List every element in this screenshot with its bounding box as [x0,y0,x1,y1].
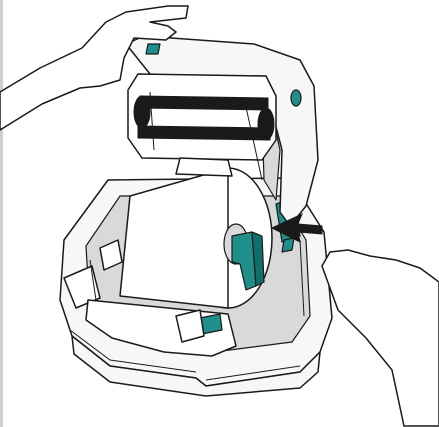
ribbon-spindle-bottom [137,125,271,141]
lid-right-knob [290,89,302,107]
left-frame-border [0,0,3,427]
right-bottom-holder [175,309,205,343]
ribbon-carriage-foot [175,157,233,177]
left-supply-holder [63,265,101,309]
right-hand [321,249,439,427]
lid-release-button [145,43,161,55]
ribbon-carriage-frame [127,73,277,161]
printer-base-front [71,335,321,397]
ribbon-hub-left [133,95,151,129]
left-hand [0,5,189,131]
right-guide-tab [281,237,295,253]
printer-outline-details [69,91,305,381]
left-holder-clip [99,239,123,271]
push-direction-arrow [270,213,323,243]
ribbon-spindle-top [139,95,269,111]
media-roll-body [119,167,229,309]
roll-holder-teal-side [251,231,265,287]
ribbon-hub-right [257,107,275,141]
